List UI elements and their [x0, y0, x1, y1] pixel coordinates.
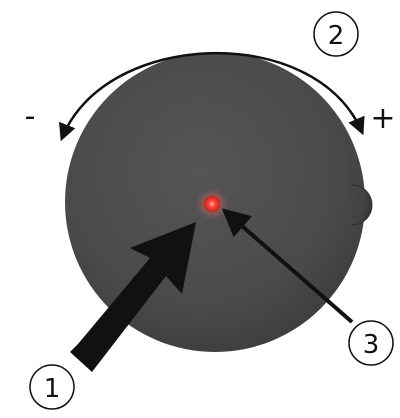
increase-label: + — [370, 101, 395, 136]
callout-3-number: 3 — [363, 330, 380, 360]
callout-2: 2 — [314, 12, 358, 56]
callout-3: 3 — [349, 321, 393, 365]
decrease-label: - — [25, 99, 36, 134]
led-indicator-icon — [204, 196, 220, 212]
callout-1-number: 1 — [44, 374, 61, 404]
callout-2-number: 2 — [328, 21, 345, 51]
callout-1: 1 — [30, 365, 74, 409]
